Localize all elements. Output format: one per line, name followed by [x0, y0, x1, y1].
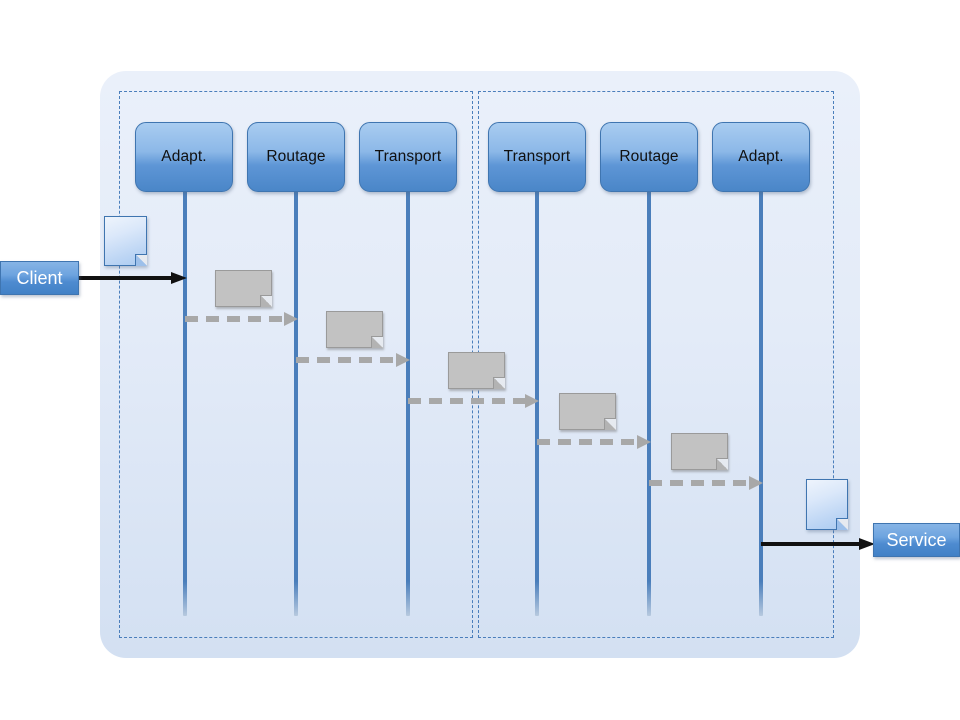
- payload-note-1: [215, 270, 272, 307]
- payload-note-3: [448, 352, 505, 389]
- arrow-shaft: [79, 276, 171, 280]
- service-document-icon: [806, 479, 848, 530]
- lifeline-layer-2: [294, 180, 298, 616]
- page-fold-corner: [604, 418, 616, 430]
- arrow-shaft: [408, 398, 525, 404]
- client-actor-box[interactable]: Client: [0, 261, 79, 295]
- arrow-head: [859, 538, 875, 550]
- message-arrow-transport-to-transport: [408, 394, 539, 408]
- layer-label: Adapt.: [161, 148, 207, 165]
- message-arrow-routage-to-adapt-service: [649, 476, 763, 490]
- arrow-head: [749, 476, 763, 490]
- client-label: Client: [16, 267, 63, 288]
- arrow-head: [637, 435, 651, 449]
- payload-note-5: [671, 433, 728, 470]
- layer-label: Adapt.: [738, 148, 784, 165]
- layer-label: Transport: [374, 148, 442, 165]
- message-arrow-adapt-to-routage-client: [185, 312, 298, 326]
- layer-label: Routage: [266, 148, 326, 165]
- layer-box-adapt-service[interactable]: Adapt.: [712, 122, 810, 192]
- layer-box-transport-service[interactable]: Transport: [488, 122, 586, 192]
- service-actor-box[interactable]: Service: [873, 523, 960, 557]
- arrow-head: [171, 272, 187, 284]
- arrow-shaft: [649, 480, 749, 486]
- lifeline-layer-6: [759, 180, 763, 616]
- layer-box-routage-client[interactable]: Routage: [247, 122, 345, 192]
- layer-box-transport-client[interactable]: Transport: [359, 122, 457, 192]
- layer-box-routage-service[interactable]: Routage: [600, 122, 698, 192]
- service-label: Service: [886, 529, 947, 550]
- layer-label: Transport: [503, 148, 571, 165]
- payload-note-4: [559, 393, 616, 430]
- page-fold-corner: [836, 518, 848, 530]
- page-fold-corner: [260, 295, 272, 307]
- page-fold-corner: [716, 458, 728, 470]
- message-arrow-client-to-adapt: [79, 272, 187, 284]
- arrow-shaft: [537, 439, 637, 445]
- page-fold-corner: [493, 377, 505, 389]
- arrow-shaft: [761, 542, 859, 546]
- arrow-head: [525, 394, 539, 408]
- layer-label: Routage: [619, 148, 679, 165]
- message-arrow-adapt-to-service: [761, 538, 875, 550]
- message-arrow-routage-to-transport-client: [296, 353, 410, 367]
- page-fold-corner: [371, 336, 383, 348]
- message-arrow-transport-to-routage-service: [537, 435, 651, 449]
- lifeline-layer-1: [183, 180, 187, 616]
- arrow-shaft: [185, 316, 284, 322]
- arrow-shaft: [296, 357, 396, 363]
- payload-note-2: [326, 311, 383, 348]
- page-fold-corner: [135, 254, 147, 266]
- arrow-head: [396, 353, 410, 367]
- arrow-head: [284, 312, 298, 326]
- client-document-icon: [104, 216, 147, 266]
- layer-box-adapt-client[interactable]: Adapt.: [135, 122, 233, 192]
- lifeline-layer-5: [647, 180, 651, 616]
